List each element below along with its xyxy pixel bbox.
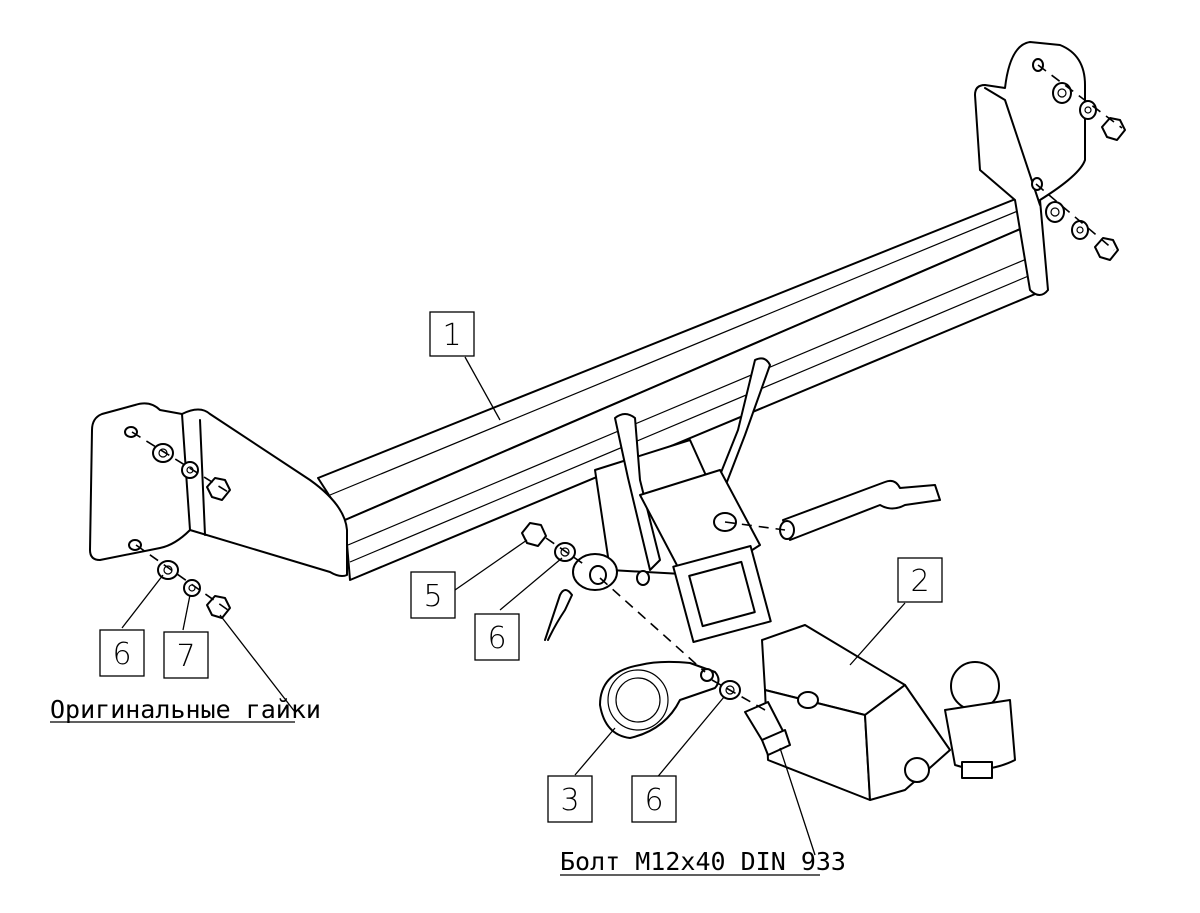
right-top-washer: [1052, 82, 1072, 104]
callout-7: 7: [163, 631, 209, 679]
right-bottom-washer: [1045, 201, 1065, 223]
receiver-assembly: [572, 357, 772, 644]
caption-bolt: Болт M12x40 DIN 933: [560, 847, 846, 876]
callout-6-bolt: 6: [631, 775, 677, 823]
callout-6-left-label: 6: [112, 637, 131, 672]
hitch-pin: [779, 479, 941, 541]
callout-5: 5: [410, 571, 456, 619]
left-top-nut: [206, 477, 231, 501]
cross-beam: [317, 197, 1041, 581]
bolt-m12: [744, 701, 791, 756]
right-top-nut: [1101, 117, 1126, 141]
callout-5-label: 5: [423, 579, 442, 614]
callout-3-label: 3: [560, 783, 579, 818]
callout-2-label: 2: [910, 564, 929, 599]
callout-6-center: 6: [474, 613, 520, 661]
caption-original-nuts: Оригинальные гайки: [50, 695, 321, 724]
left-top-washer: [152, 443, 174, 463]
right-bottom-nut: [1094, 237, 1119, 261]
ball-mount: [761, 624, 1016, 801]
callout-6-center-label: 6: [487, 621, 506, 656]
center-nut: [521, 522, 547, 547]
left-bottom-washer: [157, 560, 179, 580]
callout-7-label: 7: [176, 639, 195, 674]
right-bottom-lockwasher: [1071, 220, 1089, 240]
leader-lines: [121, 356, 906, 856]
socket-plate: [599, 660, 720, 739]
callout-1-label: 1: [442, 318, 461, 353]
callout-6-bolt-label: 6: [644, 783, 663, 818]
assembly-axes: [131, 64, 1123, 711]
callout-1: 1: [429, 311, 475, 357]
callout-2: 2: [897, 557, 943, 603]
spring-clip: [544, 589, 573, 641]
callout-6-left: 6: [99, 629, 145, 677]
callout-3: 3: [547, 775, 593, 823]
right-top-lockwasher: [1079, 100, 1097, 120]
left-top-lockwasher: [181, 461, 199, 479]
left-bottom-nut: [206, 595, 231, 619]
